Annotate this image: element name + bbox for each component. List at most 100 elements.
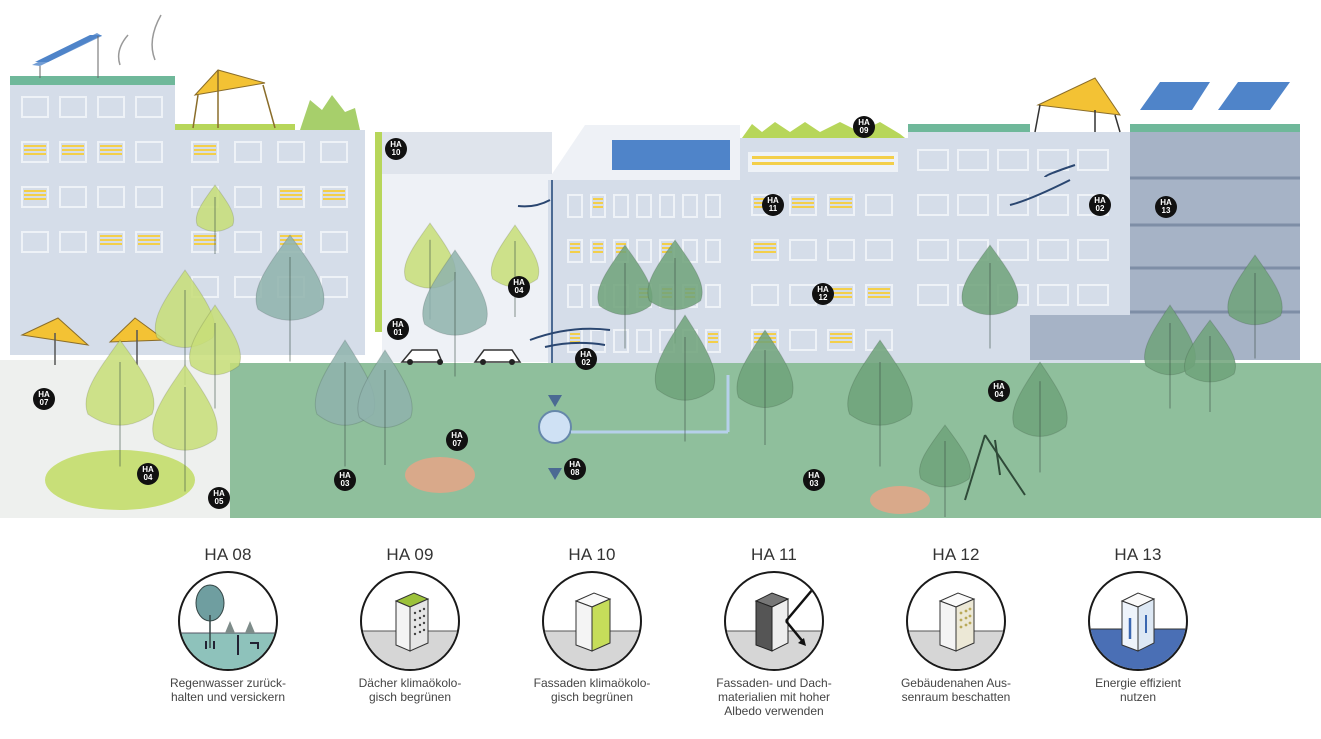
window [21,186,49,208]
window-blind [24,194,46,196]
window-blind [708,333,718,335]
window-blind [593,243,603,245]
window [997,149,1029,171]
window [191,231,219,253]
window-blind [24,190,46,192]
window-blind [194,149,216,151]
car-icon [473,349,522,365]
window-blind [570,251,580,253]
window-blind [62,149,84,151]
rainwater-retention-icon [178,571,278,671]
green-facade-strip [375,132,382,332]
window [21,96,49,118]
tree-icon [654,314,716,442]
window [59,96,87,118]
window [789,329,817,351]
window-blind [100,235,122,237]
green-roof-strip [10,76,175,85]
window-blind [616,243,626,245]
tree-icon [847,339,913,467]
window [97,231,125,253]
tree-icon [1184,319,1236,412]
window-blind [24,153,46,155]
window-blind [24,145,46,147]
tree-icon [647,239,703,344]
legend-code: HA 09 [386,545,434,564]
window-blind [194,239,216,241]
window-blind [593,247,603,249]
legend-item-ha-09[interactable]: HA 09 Dächer klimaökolo-gisch begrünen [320,540,500,704]
window-blind [792,202,814,204]
window [277,186,305,208]
window [97,96,125,118]
shaded-building-icon [906,571,1006,671]
window-blind [868,292,890,294]
window [590,329,606,353]
legend-item-ha-12[interactable]: HA 12 Gebäudenahen Aus-senraum beschatte… [866,540,1046,704]
window-blind [830,206,852,208]
window [234,231,262,253]
building-far-right [1030,82,1300,360]
building-left [10,14,175,355]
legend-caption: Fassaden klimaökolo-gisch begrünen [533,676,651,704]
window [917,149,949,171]
window [682,194,698,218]
window [567,239,583,263]
trees [85,184,1283,517]
window [827,329,855,351]
window [97,141,125,163]
window [917,284,949,306]
window-blind [830,296,852,298]
window-blind [662,243,672,245]
window [789,239,817,261]
window [135,96,163,118]
tree-icon [1012,361,1068,473]
legend-item-ha-10[interactable]: HA 10 Fassaden klimaökolo-gisch begrünen [502,540,682,704]
window-blind [830,202,852,204]
window-blind [100,145,122,147]
window [320,141,348,163]
window [827,194,855,216]
window-blind [593,202,603,204]
tree-icon [152,364,218,492]
green-roof-strip [908,124,1030,132]
window [751,239,779,261]
tree-icon [597,244,653,349]
green-roof-icon [360,571,460,671]
tree-icon [255,234,325,362]
window-blind [24,149,46,151]
window-blind [830,333,852,335]
window-blind [754,251,776,253]
green-roof-strip [1130,124,1300,132]
window [997,239,1029,261]
window [59,231,87,253]
window [277,141,305,163]
sandbox [870,486,930,514]
window-blind [754,243,776,245]
heat-arrow-icon [151,14,162,61]
legend-item-ha-08[interactable]: HA 08 Regenwasser zurück-halten und vers… [138,540,318,704]
legend-item-ha-11[interactable]: HA 11 Fassaden- und Dach-materialien mit… [684,540,864,718]
window-blind [62,153,84,155]
window-blind [708,337,718,339]
window-blind [570,247,580,249]
window-blind [593,251,603,253]
